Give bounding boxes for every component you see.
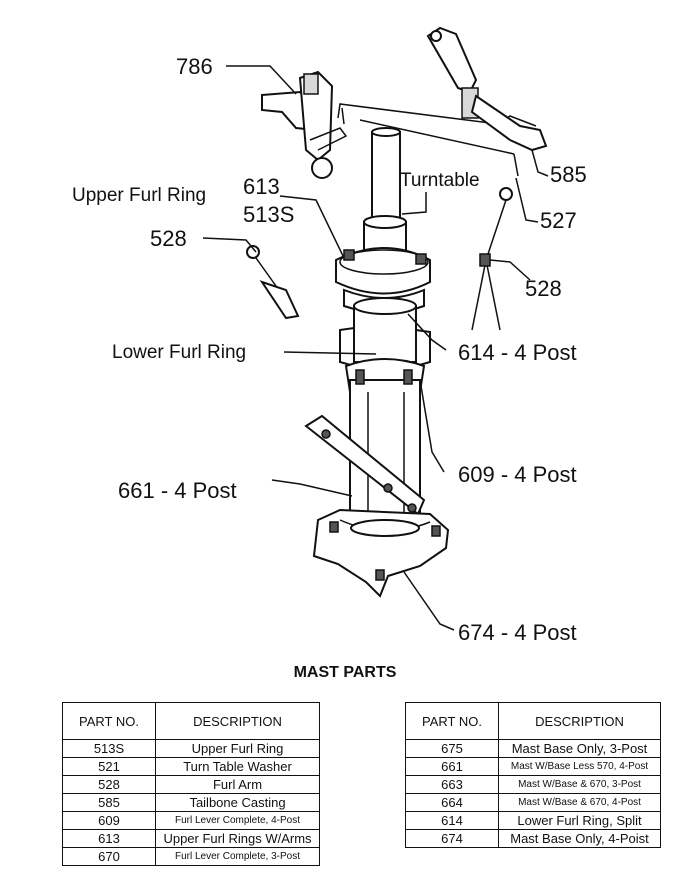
callout-528-right: 528 — [525, 276, 562, 301]
callout-661: 661 - 4 Post — [118, 478, 237, 503]
description-cell: Upper Furl Ring — [155, 739, 320, 758]
description-cell: Turn Table Washer — [155, 757, 320, 776]
part-number-cell: 521 — [62, 757, 156, 776]
description-cell: Mast W/Base & 670, 3-Post — [498, 775, 661, 794]
header-part-no: PART NO. — [62, 702, 156, 740]
part-number-cell: 675 — [405, 739, 499, 758]
callout-674: 674 - 4 Post — [458, 620, 577, 645]
part-number-cell: 661 — [405, 757, 499, 776]
description-cell: Mast W/Base Less 570, 4-Post — [498, 757, 661, 776]
description-cell: Furl Lever Complete, 3-Post — [155, 847, 320, 866]
part-527-wire-arm — [337, 103, 537, 177]
mast-base-674 — [312, 508, 450, 598]
description-cell: Upper Furl Rings W/Arms — [155, 829, 320, 848]
part-585-tailbone — [426, 26, 548, 152]
furl-lever-661 — [304, 414, 426, 516]
description-cell: Lower Furl Ring, Split — [498, 811, 661, 830]
part-number-cell: 614 — [405, 811, 499, 830]
furl-arm-528-right — [471, 187, 513, 331]
callout-528-left: 528 — [150, 226, 187, 251]
section-title: MAST PARTS — [293, 664, 397, 681]
mast-exploded-diagram: 786 585 527 613 513S Upper Furl Ring Tur… — [72, 26, 587, 645]
callout-turntable: Turntable — [400, 170, 480, 191]
part-number-cell: 609 — [62, 811, 156, 830]
callout-527: 527 — [540, 208, 577, 233]
description-cell: Mast Base Only, 3-Post — [498, 739, 661, 758]
lower-furl-ring-614 — [339, 297, 431, 368]
callout-585: 585 — [550, 162, 587, 187]
part-786-bracket — [261, 70, 348, 179]
callout-513s: 513S — [243, 202, 294, 227]
callout-upper-furl-ring: Upper Furl Ring — [72, 185, 206, 206]
description-cell: Tailbone Casting — [155, 793, 320, 812]
part-number-cell: 613 — [62, 829, 156, 848]
leader-lines — [202, 65, 549, 631]
table-header-row: PART NO. DESCRIPTION — [62, 702, 320, 740]
header-description: DESCRIPTION — [155, 702, 320, 740]
part-number-cell: 664 — [405, 793, 499, 812]
part-number-cell: 513S — [62, 739, 156, 758]
part-number-cell: 528 — [62, 775, 156, 794]
furl-arm-528-left — [246, 245, 300, 320]
description-cell: Furl Arm — [155, 775, 320, 794]
header-description: DESCRIPTION — [498, 702, 661, 740]
callout-609: 609 - 4 Post — [458, 462, 577, 487]
part-number-cell: 674 — [405, 829, 499, 848]
table-header-row: PART NO. DESCRIPTION — [405, 702, 661, 740]
callout-lower-furl-ring: Lower Furl Ring — [112, 342, 246, 363]
part-number-cell: 585 — [62, 793, 156, 812]
mast-tube — [363, 127, 407, 253]
callout-613: 613 — [243, 174, 280, 199]
description-cell: Furl Lever Complete, 4-Post — [155, 811, 320, 830]
description-cell: Mast Base Only, 4-Poist — [498, 829, 661, 848]
header-part-no: PART NO. — [405, 702, 499, 740]
callout-614: 614 - 4 Post — [458, 340, 577, 365]
part-number-cell: 670 — [62, 847, 156, 866]
description-cell: Mast W/Base & 670, 4-Post — [498, 793, 661, 812]
callout-786: 786 — [176, 54, 213, 79]
part-number-cell: 663 — [405, 775, 499, 794]
